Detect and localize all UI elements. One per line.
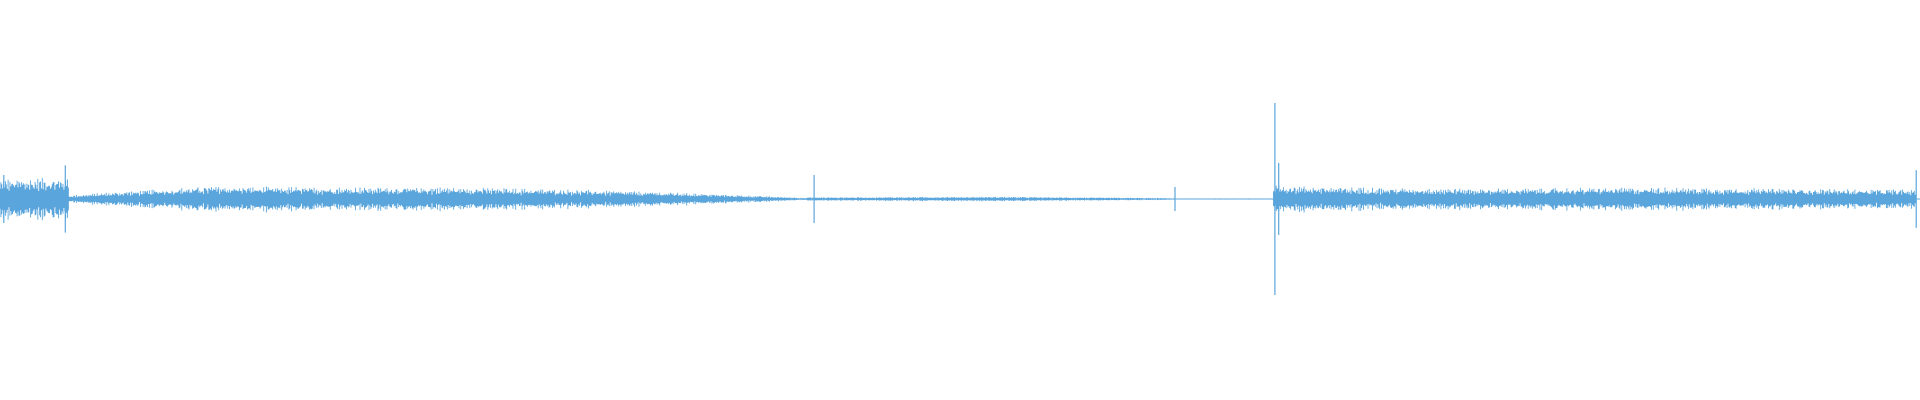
waveform-transients (3, 103, 1917, 295)
waveform-trace (0, 177, 1920, 221)
waveform-path (0, 177, 1920, 221)
